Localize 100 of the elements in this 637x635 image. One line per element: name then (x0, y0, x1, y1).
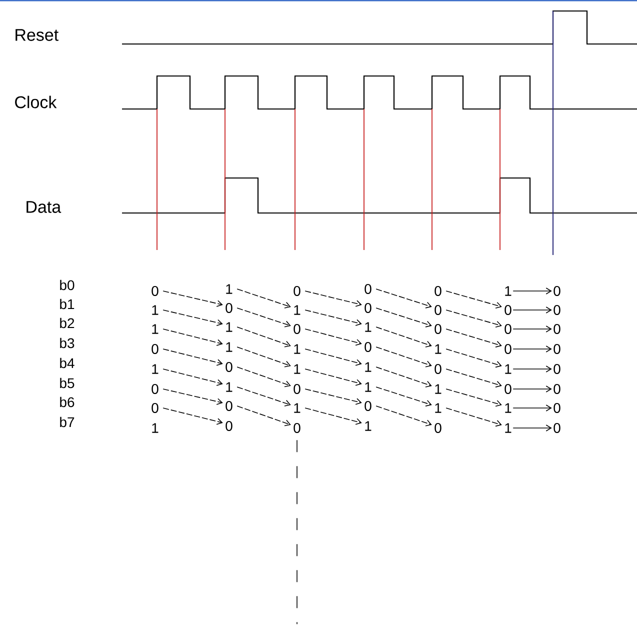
bit-value: 0 (152, 344, 158, 354)
signal-label: Reset (16, 29, 58, 41)
bit-value: 1 (226, 284, 232, 294)
dashed-arrow (376, 386, 432, 406)
bit-value: 1 (152, 423, 158, 433)
signal-label: Clock (15, 96, 57, 108)
dashed-arrow (304, 348, 362, 366)
arrow (512, 386, 552, 392)
bit-value: 1 (505, 364, 512, 374)
arrow (512, 404, 552, 412)
bit-value: 1 (505, 286, 512, 296)
bit-value: 1 (294, 364, 300, 374)
bit-value: 1 (435, 384, 442, 394)
bit-label: b1 (60, 298, 74, 310)
bit-value: 1 (294, 344, 300, 354)
bit-value: 1 (365, 362, 372, 372)
arrow (512, 288, 552, 294)
arrow (512, 366, 552, 372)
bit-value: 1 (226, 322, 232, 332)
dashed-arrow (304, 408, 362, 425)
bit-value: 0 (364, 303, 372, 313)
dashed-arrow (236, 386, 291, 406)
bit-value: 0 (226, 421, 232, 431)
dashed-arrow (162, 290, 223, 307)
bit-value: 0 (294, 384, 300, 394)
bit-value: 1 (294, 403, 300, 413)
bit-value: 0 (554, 423, 560, 433)
bit-value: 1 (152, 305, 158, 315)
dashed-arrow (446, 310, 502, 328)
dashed-arrow (304, 368, 362, 386)
bit-value: 0 (226, 303, 232, 313)
dashed-arrow (446, 368, 502, 388)
bit-value: 0 (294, 286, 300, 296)
dashed-arrow (376, 326, 432, 348)
bit-value: 1 (294, 305, 300, 315)
dashed-arrow (376, 346, 432, 368)
bit-value: 1 (505, 423, 512, 433)
bit-value: 1 (226, 342, 232, 352)
bit-value: 1 (152, 364, 158, 374)
dashed-arrow (162, 310, 223, 326)
bit-value: 0 (152, 403, 158, 413)
bit-value: 0 (434, 286, 442, 296)
dashed-arrow (376, 366, 432, 388)
dashed-arrow (162, 328, 223, 346)
bit-label: b7 (60, 416, 74, 428)
bit-value: 0 (504, 324, 512, 334)
bit-value: 0 (554, 364, 560, 374)
bit-label: b3 (60, 338, 74, 348)
bit-value: 0 (504, 305, 512, 315)
dashed-arrow (446, 408, 502, 427)
dashed-arrow (304, 310, 362, 326)
arrow (512, 326, 552, 332)
dashed-line (296, 440, 298, 625)
dashed-arrow (236, 346, 291, 368)
dashed-arrow (304, 290, 362, 307)
bit-value: 0 (554, 286, 560, 296)
bit-value: 0 (554, 384, 560, 394)
dashed-arrow (162, 388, 223, 405)
dashed-arrow (162, 348, 223, 366)
dashed-arrow (304, 328, 362, 346)
bit-value: 1 (435, 403, 442, 413)
bit-value: 1 (435, 344, 442, 354)
bit-value: 0 (364, 401, 372, 411)
bit-value: 0 (434, 423, 442, 433)
dashed-arrow (446, 290, 502, 309)
bit-value: 0 (364, 342, 372, 352)
dashed-arrow (304, 388, 362, 405)
dashed-arrow (236, 326, 291, 348)
dashed-arrow (446, 328, 502, 348)
dashed-arrow (162, 408, 223, 425)
signal-label: Data (26, 201, 62, 213)
bit-label: b4 (60, 358, 74, 368)
bit-value: 1 (152, 324, 158, 334)
dashed-arrow (236, 288, 291, 308)
dashed-arrow (376, 308, 432, 328)
bit-value: 0 (152, 384, 158, 394)
bit-value: 0 (434, 364, 442, 374)
bit-value: 0 (226, 362, 232, 372)
bit-value: 0 (152, 286, 158, 296)
dashed-arrow (236, 406, 291, 426)
bit-value: 1 (365, 421, 372, 431)
bit-value: 0 (434, 305, 442, 315)
arrow (512, 306, 552, 314)
arrow (512, 346, 552, 352)
bit-value: 0 (554, 344, 560, 354)
bit-label: b2 (60, 318, 74, 328)
bit-value: 0 (554, 324, 560, 334)
bit-value: 0 (554, 403, 560, 413)
bit-value: 1 (226, 382, 232, 392)
bit-value: 0 (226, 401, 232, 411)
dashed-arrow (446, 348, 502, 368)
bit-value: 0 (504, 384, 512, 394)
bit-value: 0 (434, 324, 442, 334)
bit-label: b0 (60, 280, 74, 290)
bit-value: 0 (504, 344, 512, 354)
bit-label: b5 (60, 378, 74, 388)
dashed-arrow (376, 406, 432, 426)
bit-value: 1 (365, 322, 372, 332)
bit-value: 1 (365, 382, 372, 392)
arrow (512, 424, 552, 432)
